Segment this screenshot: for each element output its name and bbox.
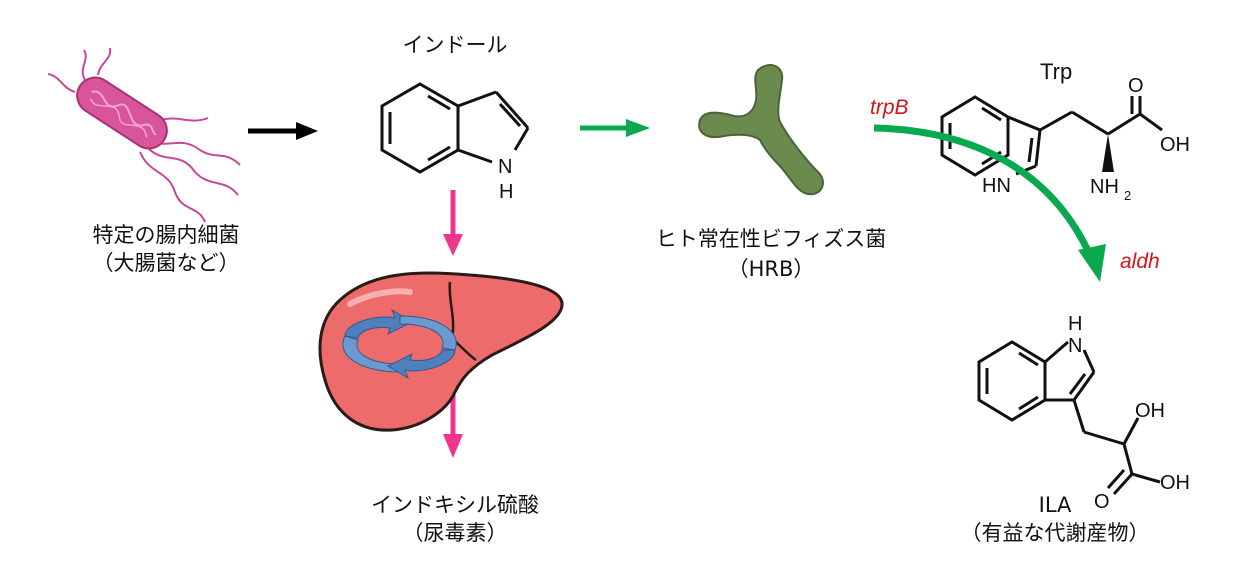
metabolism-cycle-icon	[342, 308, 457, 380]
indole-structure	[380, 82, 530, 174]
ila-oh-top: OH	[1135, 400, 1165, 422]
trp-hn: HN	[982, 175, 1011, 197]
arrow-trp-to-ila	[873, 124, 1094, 257]
ila-structure	[977, 340, 1161, 496]
trp-title: Trp	[1040, 59, 1072, 84]
trp-wedge-bond	[1102, 134, 1114, 172]
trpB-label: trpB	[870, 96, 909, 119]
aldh-label: aldh	[1120, 250, 1160, 273]
bifidobacterium-icon	[698, 64, 824, 196]
arrow-head-green	[626, 119, 650, 137]
trp-structure	[940, 95, 1163, 177]
ila-o: O	[1094, 491, 1110, 513]
ila-label-1: ILA	[1038, 493, 1072, 517]
bacterium-icon	[47, 47, 241, 223]
ila-oh-bottom: OH	[1160, 472, 1190, 494]
indole-n: N	[498, 156, 512, 178]
indoxyl-label-2: （尿毒素）	[402, 521, 508, 545]
trp-nh: NH	[1090, 176, 1119, 198]
arrow-head-black	[296, 122, 318, 140]
indole-title: インドール	[402, 33, 508, 57]
trp-o: O	[1128, 75, 1144, 97]
arrow-indole-to-liver	[443, 190, 463, 256]
arrow-head-curved	[1078, 244, 1106, 282]
hrb-label-1: ヒト常在性ビフィズス菌	[655, 227, 887, 251]
trp-nh-sub: 2	[1124, 188, 1131, 203]
indole-h: H	[499, 181, 513, 203]
hrb-label-2: （HRB）	[727, 257, 815, 281]
ila-label-2: （有益な代謝産物）	[960, 521, 1150, 545]
trp-oh: OH	[1160, 134, 1190, 156]
bacteria-label-1: 特定の腸内細菌	[92, 223, 240, 247]
bacteria-label-2: （大腸菌など）	[92, 251, 240, 275]
ila-h: H	[1068, 313, 1082, 335]
indoxyl-label-1: インドキシル硫酸	[371, 493, 539, 517]
ila-n: N	[1068, 335, 1082, 357]
